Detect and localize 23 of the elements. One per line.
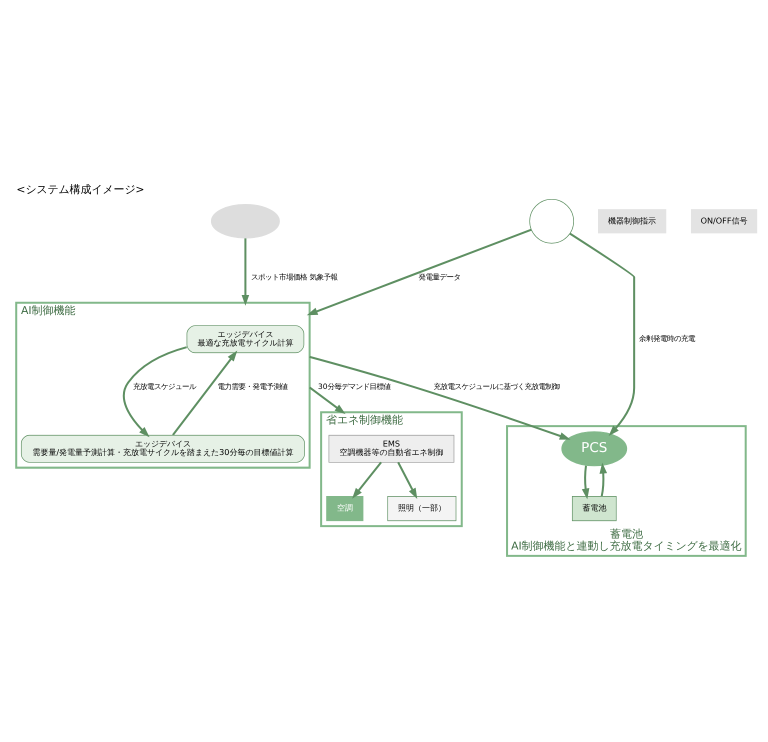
- arrow: [397, 461, 418, 499]
- arrow: [306, 228, 532, 315]
- arrow: [309, 355, 570, 440]
- node-box: 蓄電池: [572, 496, 617, 521]
- arrow: [569, 232, 636, 436]
- node-cloud: [210, 204, 280, 238]
- node-ellipse: PCS: [561, 430, 628, 466]
- arrow: [242, 238, 250, 306]
- node-box: 照明（一部）: [387, 496, 456, 521]
- node-circle: [529, 198, 574, 244]
- arrow: [172, 350, 238, 436]
- arrow: [582, 465, 590, 499]
- diagram-title: <システム構成イメージ>: [16, 182, 144, 196]
- node-box: 空調: [326, 496, 364, 521]
- label: 機器制御指示: [608, 214, 656, 225]
- arrow: [600, 462, 608, 496]
- node-box: エッジデバイス 需要量/発電量予測計算・充放電サイクルを踏まえた30分毎の目標値計算: [20, 434, 305, 462]
- label: ON/OFF信号: [700, 214, 748, 225]
- node-box: EMS 空調機器等の自動省エネ制御: [328, 434, 454, 462]
- arrow: [122, 346, 187, 437]
- arrow: [309, 386, 346, 414]
- node-box: エッジデバイス 最適な充放電サイクル計算: [186, 324, 304, 353]
- arrow: [352, 461, 382, 498]
